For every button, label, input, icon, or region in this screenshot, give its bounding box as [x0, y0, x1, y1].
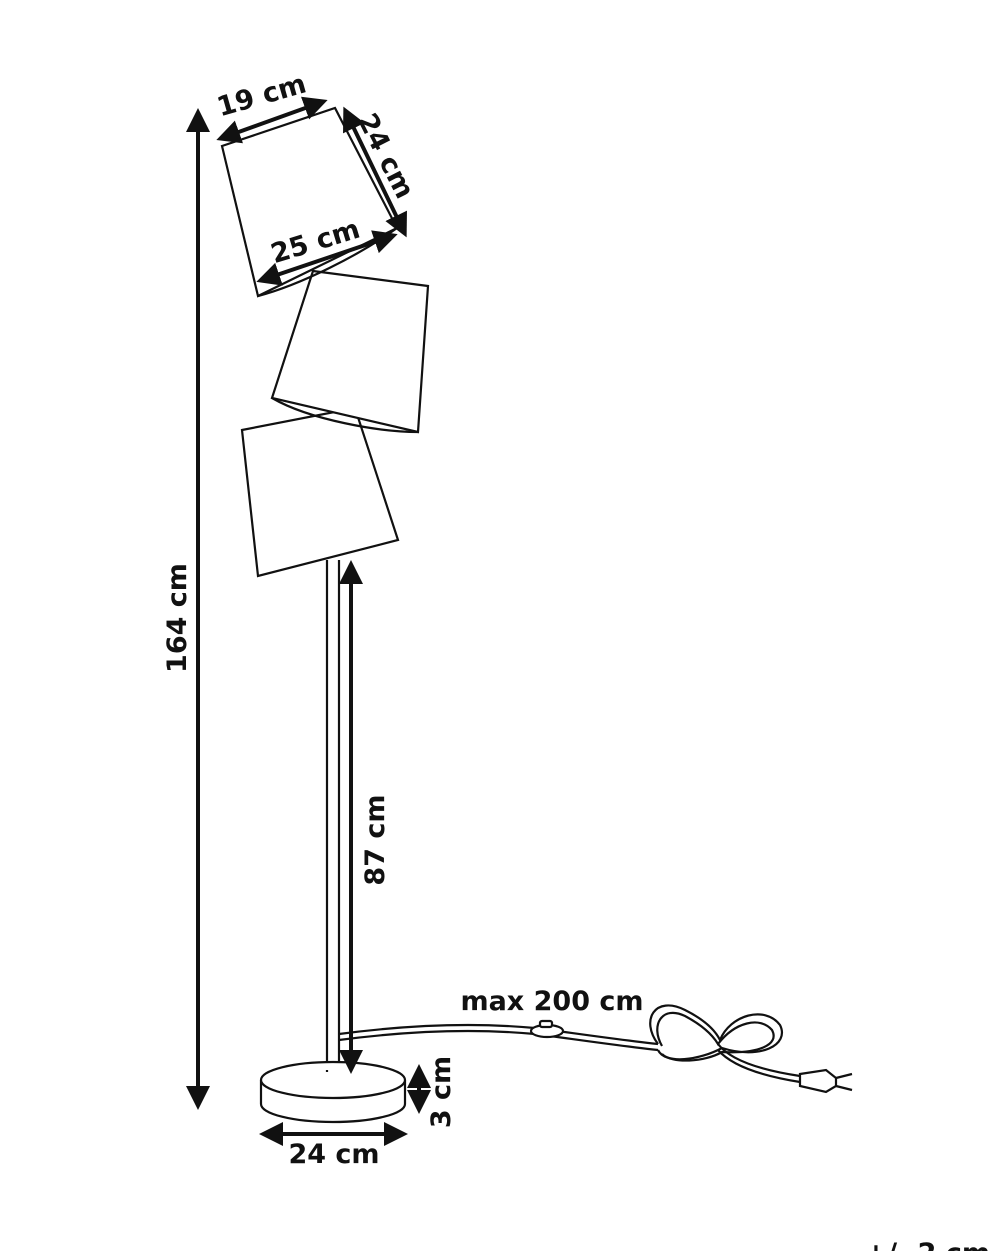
plug	[798, 1068, 838, 1094]
shade-bottom-arrow	[256, 230, 398, 286]
label-total-height: 164 cm	[162, 563, 193, 673]
label-base-height: 3 cm	[426, 1056, 457, 1128]
label-cable-length: max 200 cm	[460, 986, 643, 1017]
label-tolerance: +/- 2 cm	[865, 1238, 990, 1251]
label-pole-height: 87 cm	[360, 794, 391, 885]
shade-top-arrow	[216, 96, 328, 144]
lamp-shade-lower	[240, 406, 400, 578]
lamp-base	[259, 1060, 407, 1124]
lamp-pole	[325, 560, 341, 1072]
shade-height-arrow	[343, 106, 407, 238]
power-cable	[338, 1004, 853, 1094]
label-base-diameter: 24 cm	[288, 1139, 379, 1170]
lamp-shade-middle	[270, 269, 430, 434]
dimension-arrows	[186, 96, 431, 1146]
label-shade-top: 19 cm	[214, 68, 310, 123]
